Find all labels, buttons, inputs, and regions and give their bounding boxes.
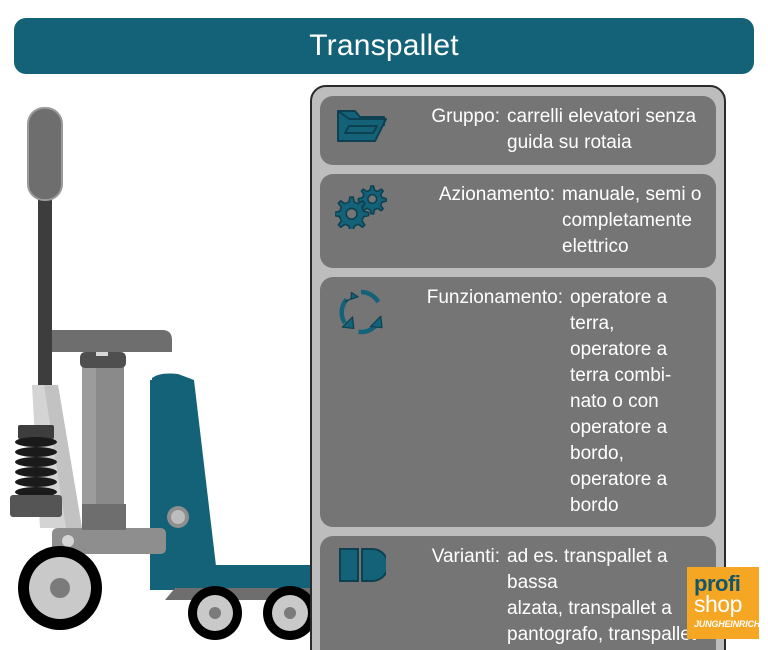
rear-wheels <box>188 586 317 640</box>
page-title: Transpallet <box>309 29 459 62</box>
info-card-value: manuale, semi o completamente elettrico <box>562 184 702 257</box>
logo-shop-text: shop <box>694 591 742 617</box>
profishop-jungheinrich-logo: profi shop JUNGHEINRICH <box>687 567 761 639</box>
chassis-bolt <box>167 506 189 528</box>
gears-icon <box>330 181 392 235</box>
info-card-label: Azionamento: <box>438 184 555 205</box>
return-spring <box>15 437 57 497</box>
steer-wheel <box>18 546 102 630</box>
info-card-gruppo: Gruppo: carrelli elevatori senza guida s… <box>320 96 716 165</box>
info-card-label: Varianti: <box>431 546 500 567</box>
info-card-varianti: Varianti: ad es. transpallet a bassa alz… <box>320 536 716 650</box>
hand-pallet-truck-illustration <box>10 107 690 640</box>
page-title-bar: Transpallet <box>14 18 754 74</box>
info-card-funzionamento: Funzionamento: operatore a terra, operat… <box>320 277 716 527</box>
info-card-azionamento: Azionamento: manuale, semi o completamen… <box>320 174 716 268</box>
info-panel: Gruppo: carrelli elevatori senza guida s… <box>310 85 726 650</box>
logo-profi-text: profi <box>694 571 741 596</box>
info-card-value: operatore a terra, operatore a terra com… <box>570 287 672 516</box>
logo-jungheinrich-text: JUNGHEINRICH <box>694 619 761 629</box>
cycle-arrows-icon <box>330 284 392 338</box>
folder-open-icon <box>330 103 392 157</box>
info-card-label: Funzionamento: <box>426 287 563 308</box>
info-card-label: Gruppo: <box>431 106 500 127</box>
info-card-value: carrelli elevatori senza guida su rotaia <box>507 106 697 153</box>
variants-icon <box>330 543 392 597</box>
info-card-value: ad es. transpallet a bassa alzata, trans… <box>507 546 697 645</box>
